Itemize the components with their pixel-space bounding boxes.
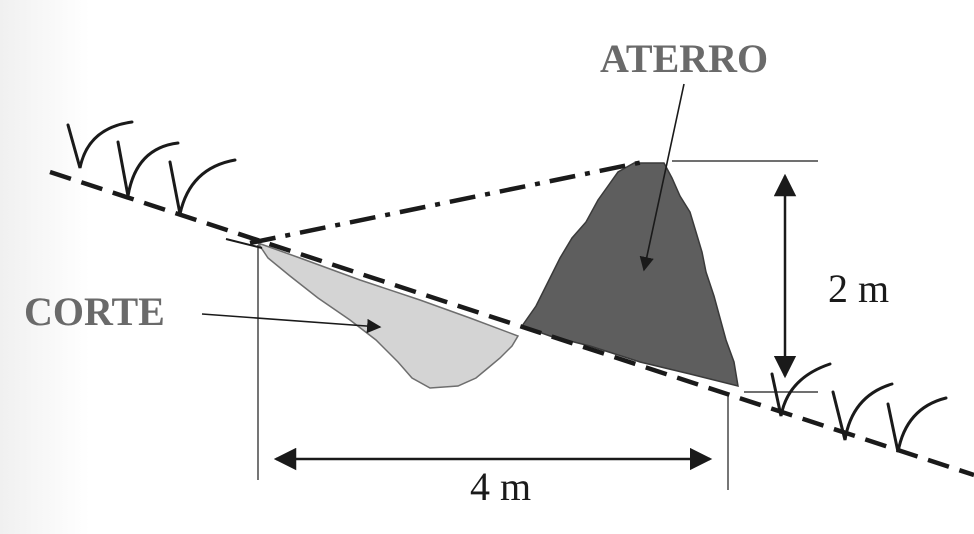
cut-mass (256, 241, 520, 389)
grass-tuft-icon (770, 362, 948, 453)
design-slope-line (249, 158, 649, 246)
terrain-line (49, 169, 974, 478)
fill-leader-line (639, 83, 685, 272)
cut-label: CORTE (24, 289, 165, 334)
height-label: 2 m (828, 266, 889, 311)
grass-tuft-icon (66, 120, 237, 215)
cut-start-tick (225, 238, 263, 249)
fill-mass (520, 162, 739, 388)
width-label: 4 m (470, 464, 531, 509)
cut-leader-line (201, 313, 382, 334)
fill-label: ATERRO (600, 36, 768, 81)
